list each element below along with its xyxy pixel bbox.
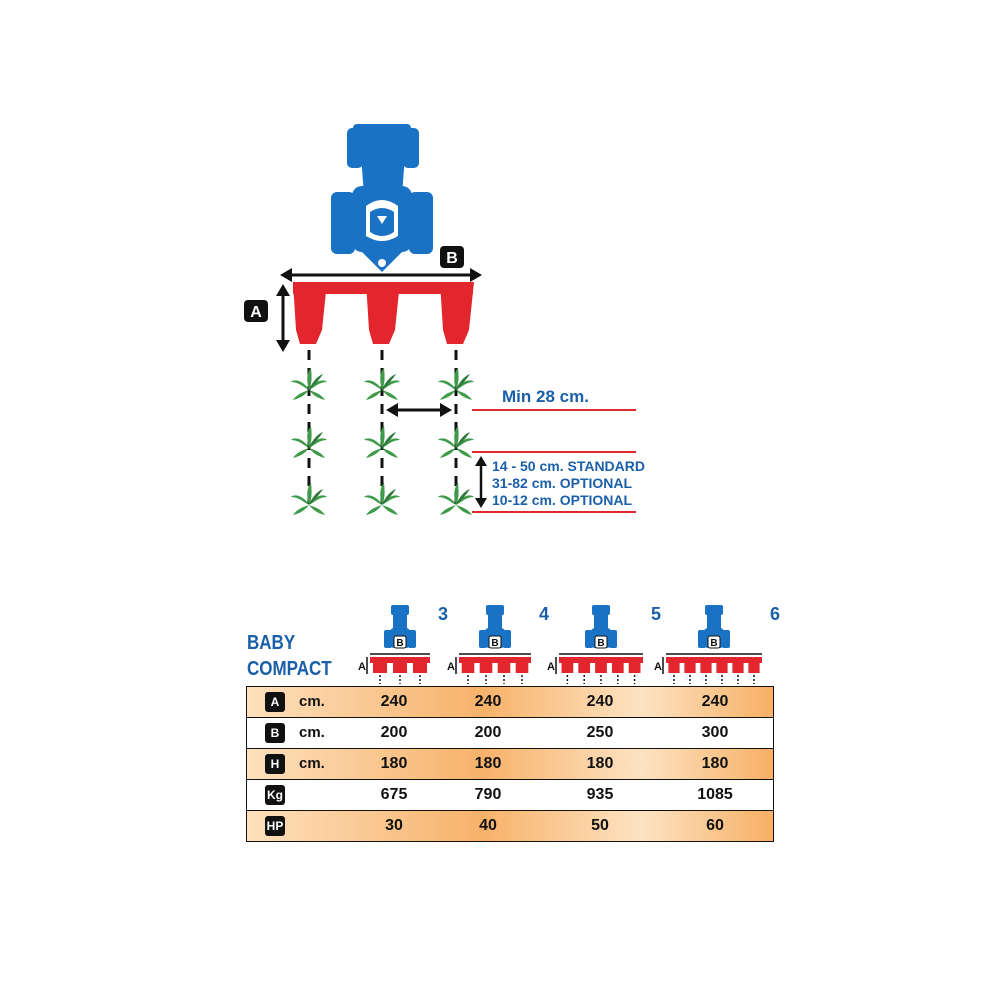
row-spacing-arrow: [475, 456, 487, 508]
table-cell: 300: [701, 724, 729, 741]
model-title-line2: COMPACT: [247, 658, 332, 680]
table-cell: 40: [479, 817, 497, 834]
row-spacing-optional-2: 10-12 cm. OPTIONAL: [492, 492, 632, 508]
table-cell: 1085: [697, 786, 733, 803]
table-cell: 240: [701, 693, 729, 710]
a-label: A: [447, 661, 455, 673]
table-cell: 180: [474, 755, 502, 772]
height-a-arrow: [276, 284, 290, 352]
table-cell: 240: [586, 693, 614, 710]
mini-seeder-icon: BA: [654, 605, 762, 684]
table-cell: 250: [586, 724, 614, 741]
b-label: B: [597, 638, 604, 649]
tractor-icon: [331, 124, 433, 272]
row-spacing-standard: 14 - 50 cm. STANDARD: [492, 458, 645, 474]
table-cell: 180: [380, 755, 408, 772]
a-label: A: [654, 661, 662, 673]
table-row-b: B cm. 200 200 250 300: [247, 717, 773, 748]
mini-seeder-icon: BA: [447, 605, 531, 684]
table-cell: 675: [380, 786, 408, 803]
table-cell: 935: [586, 786, 614, 803]
a-label-box: A: [244, 300, 268, 322]
model-unit-count: 3: [438, 604, 449, 624]
a-label: A: [358, 661, 366, 673]
row-unit: cm.: [299, 724, 325, 741]
weight-icon: Kg: [265, 785, 285, 805]
a-label: A: [547, 661, 555, 673]
mini-seeder-icon: BA: [358, 605, 430, 684]
spec-table: A cm. 240 240 240 240 B cm. 200 200 250 …: [246, 686, 774, 842]
mini-seeder-icon: BA: [547, 605, 643, 684]
b-label: B: [710, 638, 717, 649]
table-row-a: A cm. 240 240 240 240: [247, 686, 773, 717]
a-dimension-icon: A: [265, 692, 285, 712]
seeder-layout-diagram: B A Min 28 cm.: [244, 124, 645, 515]
table-cell: 240: [474, 693, 502, 710]
width-b-arrow: [280, 268, 482, 282]
b-label: B: [491, 638, 498, 649]
row-unit: cm.: [299, 693, 325, 710]
table-row-height: H cm. 180 180 180 180: [247, 748, 773, 779]
table-cell: 50: [591, 817, 609, 834]
b-dimension-icon: B: [265, 723, 285, 743]
row-unit: cm.: [299, 755, 325, 772]
table-cell: 200: [380, 724, 408, 741]
table-cell: 200: [474, 724, 502, 741]
svg-text:B: B: [446, 250, 458, 267]
model-unit-count: 6: [770, 604, 781, 624]
model-unit-count: 4: [539, 604, 550, 624]
row-spacing-optional-1: 31-82 cm. OPTIONAL: [492, 475, 632, 491]
table-cell: 60: [706, 817, 724, 834]
table-row-power: HP 30 40 50 60: [247, 810, 773, 842]
svg-text:A: A: [250, 304, 262, 321]
power-icon: HP: [265, 816, 285, 836]
table-cell: 240: [380, 693, 408, 710]
min-spacing-arrow: [386, 403, 452, 417]
min-spacing-label: Min 28 cm.: [502, 387, 589, 406]
table-cell: 180: [586, 755, 614, 772]
model-title-line1: BABY: [247, 632, 296, 654]
table-row-weight: Kg 675 790 935 1085: [247, 779, 773, 810]
table-cell: 30: [385, 817, 403, 834]
table-cell: 180: [701, 755, 729, 772]
b-label: B: [396, 638, 403, 649]
height-icon: H: [265, 754, 285, 774]
table-cell: 790: [474, 786, 502, 803]
seeder-frame: [293, 282, 474, 344]
model-unit-count: 5: [651, 604, 662, 624]
model-title: BABY COMPACT: [247, 630, 332, 682]
b-label-box: B: [440, 246, 464, 268]
